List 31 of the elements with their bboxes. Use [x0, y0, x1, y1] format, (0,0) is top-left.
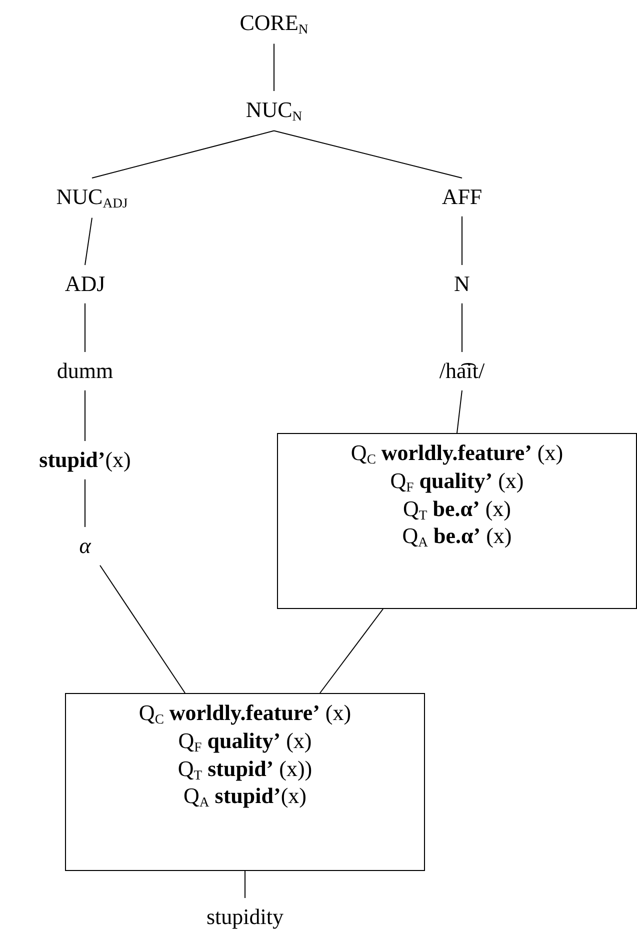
tree-label: CORE$_{N}$	[240, 10, 308, 38]
tree-branch	[84, 217, 92, 266]
tree-branch	[84, 390, 86, 442]
tree-branch	[244, 870, 246, 898]
tree-label: stupidity	[206, 904, 284, 930]
tree-label: stupid’(x)	[39, 447, 131, 474]
tree-branch	[100, 564, 186, 694]
formula-line: Q$_{T}$ be.α’ (x)	[402, 496, 512, 524]
formula-line: Q$_{A}$ stupid’(x)	[182, 783, 308, 812]
tree-branch	[84, 478, 86, 528]
tree-label: dumm	[56, 358, 114, 384]
tree-label: NUC$_{N}$	[246, 97, 302, 125]
tree-label: NUC$_{ADJ}$	[56, 184, 128, 212]
variable-label: α	[79, 533, 91, 560]
formula-box	[277, 433, 637, 609]
tree-label: ADJ	[64, 271, 106, 298]
tree-branch	[456, 390, 462, 434]
tree-branch	[84, 302, 86, 352]
tree-branch	[320, 608, 384, 694]
formula-line: Q$_{C}$ worldly.feature’ (x)	[350, 440, 564, 468]
tree-branch	[92, 130, 274, 178]
formula-box	[65, 693, 425, 871]
formula-line: Q$_{A}$ be.α’ (x)	[401, 523, 513, 552]
formula-line: Q$_{C}$ worldly.feature’ (x)	[138, 700, 352, 728]
tree-label: N	[454, 271, 470, 298]
tree-label: /ha͡it/	[439, 358, 485, 384]
tree-branch	[274, 130, 462, 178]
formula-line: Q$_{F}$ quality’ (x)	[389, 468, 525, 496]
formula-line: Q$_{F}$ quality’ (x)	[177, 728, 313, 756]
formula-line: Q$_{T}$ stupid’ (x))	[176, 756, 314, 784]
tree-label: AFF	[442, 184, 482, 210]
